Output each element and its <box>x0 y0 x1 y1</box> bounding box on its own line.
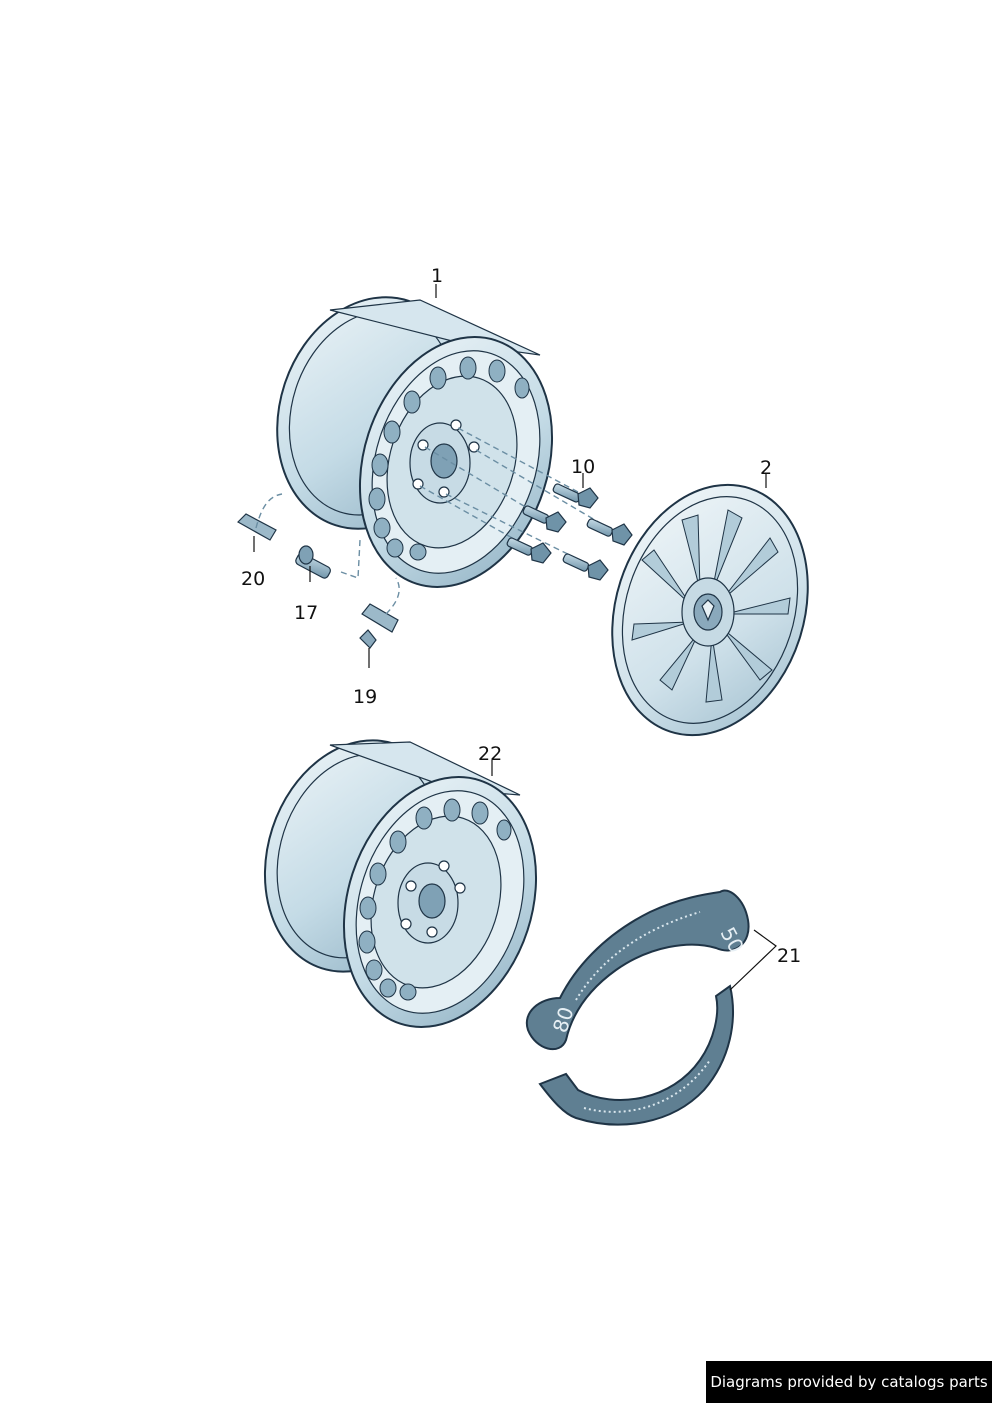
speed-sticker-upper <box>525 889 750 1051</box>
valve-guide-line <box>340 539 361 579</box>
cover-spokes <box>631 509 791 703</box>
leader-lines <box>253 284 777 991</box>
callout-1: 1 <box>431 265 443 287</box>
weight-guide-line-left <box>255 493 283 529</box>
callout-2: 2 <box>760 457 772 479</box>
weight-guide-line-right <box>385 577 400 615</box>
wheel-bolt <box>552 483 599 509</box>
hub-lower <box>397 860 466 944</box>
callout-10: 10 <box>571 456 595 478</box>
steel-wheel-lower <box>263 739 538 1029</box>
steel-wheel-upper <box>276 296 554 589</box>
hub-upper <box>409 419 480 504</box>
vent-holes-lower <box>358 798 512 1001</box>
callout-19: 19 <box>353 686 377 708</box>
balance-weight-clip <box>359 629 377 649</box>
credit-banner: Diagrams provided by catalogs parts <box>706 1361 992 1403</box>
wheel-cover <box>611 483 809 737</box>
callout-17: 17 <box>294 602 318 624</box>
wheel-bolt <box>586 518 633 546</box>
balance-weight-right <box>361 603 399 633</box>
callout-21: 21 <box>777 945 801 967</box>
wheel-bolt <box>562 553 609 581</box>
wheel-bolt <box>506 537 552 564</box>
callout-22: 22 <box>478 743 502 765</box>
wheel-bolts <box>506 483 633 581</box>
speed-sticker-lower <box>538 984 734 1126</box>
vent-holes-upper <box>368 356 530 561</box>
callout-20: 20 <box>241 568 265 590</box>
wheel-bolt <box>522 505 567 533</box>
tyre-valve <box>295 545 331 579</box>
balance-weight-left <box>237 513 277 541</box>
